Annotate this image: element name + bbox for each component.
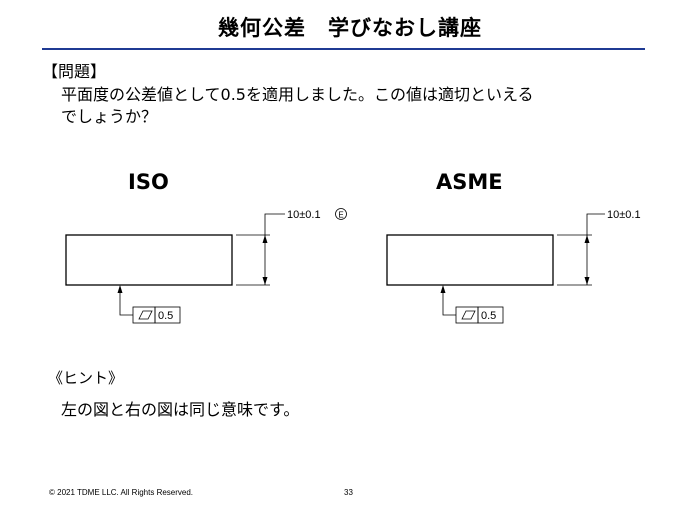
question-label: 【問題】 <box>42 62 107 81</box>
copyright-footer: © 2021 TDME LLC. All Rights Reserved. <box>49 488 194 497</box>
envelope-circle-icon <box>335 208 347 220</box>
iso-fcf-symbol-cell <box>132 306 156 324</box>
question-line-1: 平面度の公差値として0.5を適用しました。この値は適切といえる <box>61 85 534 104</box>
iso-dimension-arrow-top <box>262 235 268 243</box>
question-line-2: でしょうか？ <box>61 107 158 126</box>
asme-fcf-leader <box>442 288 456 316</box>
asme-fcf-arrow <box>440 285 446 293</box>
iso-dimension-text: 10±0.1 <box>287 209 321 221</box>
asme-dimension-text: 10±0.1 <box>607 209 641 221</box>
iso-dimension-arrow-bottom <box>262 277 268 285</box>
iso-part-outline <box>65 234 233 286</box>
iso-fcf-arrow <box>117 285 123 293</box>
asme-fcf-value-cell <box>477 306 504 324</box>
hint-text: 左の図と右の図は同じ意味です。 <box>61 400 300 419</box>
iso-fcf-leader <box>119 288 133 316</box>
asme-dimension-arrow-bottom <box>584 277 590 285</box>
iso-dimension-leader <box>264 213 285 235</box>
asme-flatness-icon <box>461 310 476 320</box>
hint-label: 《ヒント》 <box>48 369 124 387</box>
slide-title: 幾何公差 学びなおし講座 <box>218 16 482 40</box>
envelope-symbol-text: E <box>338 211 343 220</box>
asme-label: ASME <box>436 170 503 194</box>
title-underline <box>42 48 645 50</box>
asme-figure: 10±0.1 0.5 <box>386 209 641 324</box>
iso-label: ISO <box>128 170 169 194</box>
asme-tolerance-value: 0.5 <box>481 310 496 322</box>
asme-part-outline <box>386 234 554 286</box>
iso-figure: 10±0.1 E 0.5 <box>65 208 347 324</box>
iso-fcf-value-cell <box>154 306 181 324</box>
page-number: 33 <box>344 488 353 497</box>
asme-dimension-leader <box>586 213 605 235</box>
question-text: 平面度の公差値として0.5を適用しました。この値は適切といえる でしょうか？ <box>61 84 661 128</box>
iso-flatness-icon <box>138 310 153 320</box>
asme-fcf-symbol-cell <box>455 306 479 324</box>
iso-tolerance-value: 0.5 <box>158 310 173 322</box>
asme-dimension-arrow-top <box>584 235 590 243</box>
